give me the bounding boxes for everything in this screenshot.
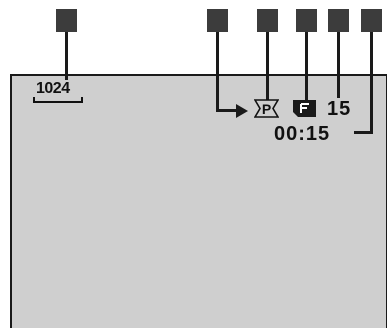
time-remaining: 00:15 bbox=[274, 123, 331, 145]
arrow-icon bbox=[236, 104, 248, 118]
resolution-icon bbox=[33, 97, 83, 103]
leader-line-card bbox=[305, 32, 308, 101]
leader-line-mode bbox=[266, 32, 269, 100]
leader-line-time-vertical bbox=[370, 32, 373, 134]
program-mode-icon: P bbox=[254, 99, 279, 118]
resolution-value: 1024 bbox=[36, 80, 70, 97]
svg-text:P: P bbox=[262, 101, 271, 117]
shot-count: 15 bbox=[327, 98, 352, 120]
callout-box-card bbox=[296, 9, 317, 32]
leader-line-arrow-horizontal bbox=[216, 109, 236, 112]
callout-box-count bbox=[328, 9, 349, 32]
callout-box-resolution bbox=[56, 9, 77, 32]
callout-box-arrow bbox=[207, 9, 228, 32]
leader-line-resolution bbox=[65, 32, 68, 80]
leader-line-arrow-vertical bbox=[216, 32, 219, 112]
leader-line-time-horizontal bbox=[354, 131, 373, 134]
leader-line-count bbox=[337, 32, 340, 98]
callout-box-time bbox=[361, 9, 382, 32]
memory-card-icon bbox=[293, 100, 316, 117]
callout-box-mode bbox=[257, 9, 278, 32]
lcd-screen bbox=[10, 74, 387, 328]
